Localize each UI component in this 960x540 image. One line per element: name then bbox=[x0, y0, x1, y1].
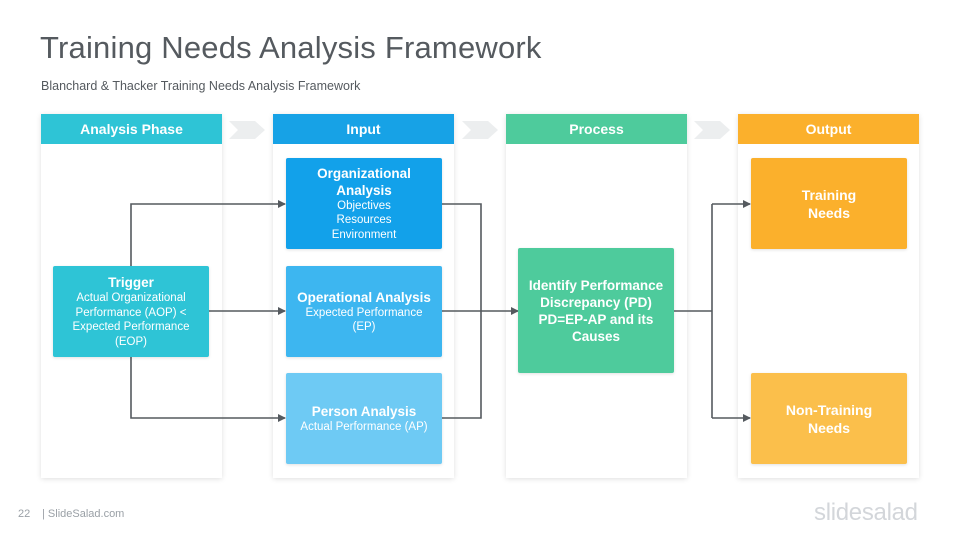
trigger-body-line: Performance (AOP) < bbox=[75, 306, 187, 319]
person-title: Person Analysis bbox=[311, 403, 417, 419]
training-needs-line: Training bbox=[801, 186, 857, 203]
training-needs-box: Training Needs bbox=[751, 158, 907, 249]
organizational-body-line: Environment bbox=[331, 228, 397, 241]
organizational-body-line: Resources bbox=[336, 214, 392, 227]
training-needs-line: Needs bbox=[807, 204, 851, 221]
page-title: Training Needs Analysis Framework bbox=[40, 30, 542, 65]
trigger-body-line: (EOP) bbox=[115, 335, 147, 348]
connector-trigger-organizational bbox=[130, 200, 286, 266]
chevron-arrow-icon bbox=[462, 121, 498, 139]
organizational-analysis-box: Organizational Analysis Objectives Resou… bbox=[286, 158, 442, 249]
organizational-title-line: Organizational bbox=[317, 165, 411, 181]
operational-body-line: Expected Performance bbox=[305, 306, 423, 319]
process-line: Identify Performance bbox=[528, 277, 664, 293]
column-header-analysis-phase: Analysis Phase bbox=[41, 114, 222, 144]
chevron-arrow-icon bbox=[229, 121, 265, 139]
operational-title: Operational Analysis bbox=[297, 289, 431, 305]
trigger-body-line: Expected Performance bbox=[72, 321, 190, 333]
column-header-input: Input bbox=[273, 114, 454, 144]
non-training-needs-line: Needs bbox=[807, 419, 851, 436]
operational-body-line: (EP) bbox=[352, 321, 376, 333]
process-line: PD=EP-AP and its bbox=[538, 311, 654, 327]
non-training-needs-box: Non-Training Needs bbox=[751, 373, 907, 464]
footer-link[interactable]: | SlideSalad.com bbox=[42, 508, 125, 520]
column-header-output: Output bbox=[738, 114, 919, 144]
non-training-needs-line: Non-Training bbox=[785, 401, 873, 418]
page-subtitle: Blanchard & Thacker Training Needs Analy… bbox=[41, 79, 361, 93]
process-box: Identify Performance Discrepancy (PD) PD… bbox=[518, 248, 674, 373]
column-header-process: Process bbox=[506, 114, 687, 144]
process-line: Discrepancy (PD) bbox=[540, 294, 652, 310]
operational-analysis-box: Operational Analysis Expected Performanc… bbox=[286, 266, 442, 357]
chevron-arrow-icon bbox=[694, 121, 730, 139]
organizational-body-line: Objectives bbox=[337, 199, 391, 212]
trigger-title: Trigger bbox=[108, 275, 154, 290]
process-line: Causes bbox=[571, 328, 621, 344]
trigger-box: Trigger Actual Organizational Performanc… bbox=[53, 266, 209, 357]
organizational-title-line: Analysis bbox=[336, 182, 392, 198]
person-body-line: Actual Performance (AP) bbox=[300, 420, 428, 433]
person-analysis-box: Person Analysis Actual Performance (AP) bbox=[286, 373, 442, 464]
trigger-body-line: Actual Organizational bbox=[76, 292, 186, 304]
slidesalad-logo: slidesalad bbox=[814, 499, 918, 526]
page-number: 22 bbox=[18, 508, 31, 520]
connector-trigger-person bbox=[130, 357, 286, 422]
